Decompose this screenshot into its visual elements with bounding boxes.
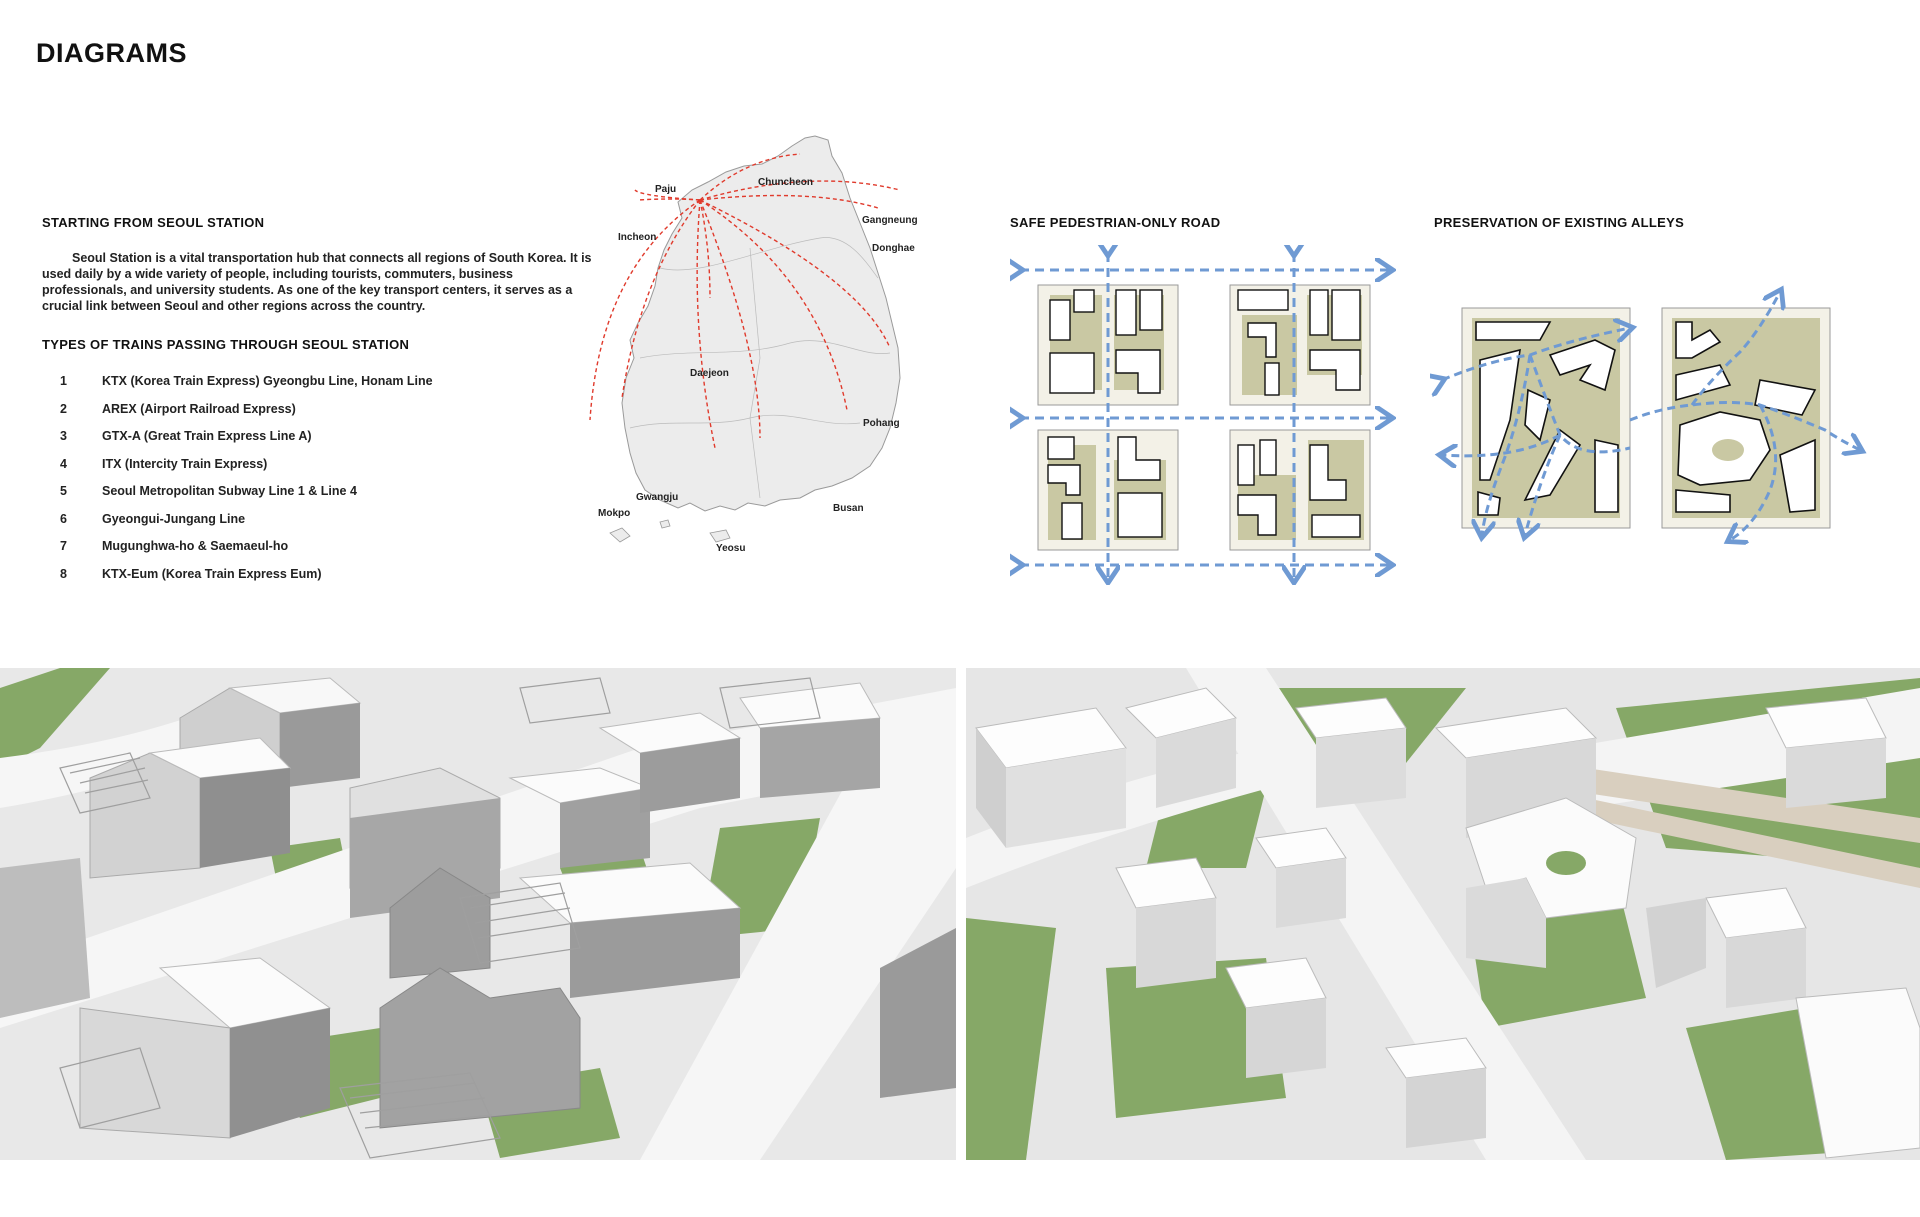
korea-route-map: Paju Chuncheon Gangneung Incheon Donghae… xyxy=(589,135,918,554)
alley-paths xyxy=(1442,292,1860,540)
section-heading-seoul-station: STARTING FROM SEOUL STATION xyxy=(42,215,265,230)
island xyxy=(609,527,631,543)
train-row: 8 KTX-Eum (Korea Train Express Eum) xyxy=(60,561,580,589)
train-row: 3 GTX-A (Great Train Express Line A) xyxy=(60,423,580,451)
train-row: 4 ITX (Intercity Train Express) xyxy=(60,451,580,479)
train-number: 8 xyxy=(60,566,67,581)
train-name: Mugunghwa-ho & Saemaeul-ho xyxy=(102,539,289,553)
city-label-mokpo: Mokpo xyxy=(598,508,630,519)
train-row: 7 Mugunghwa-ho & Saemaeul-ho xyxy=(60,533,580,561)
train-number: 3 xyxy=(60,429,67,443)
buildings xyxy=(975,687,1920,1159)
city-label-busan: Busan xyxy=(833,503,864,514)
train-number: 6 xyxy=(60,511,67,526)
train-number: 1 xyxy=(60,374,67,388)
city-label-gangneung: Gangneung xyxy=(862,215,918,226)
train-name: AREX (Airport Railroad Express) xyxy=(102,401,296,416)
train-row: 6 Gyeongui-Jungang Line xyxy=(60,506,580,534)
city-label-paju: Paju xyxy=(655,184,676,195)
section-heading-alleys: PRESERVATION OF EXISTING ALLEYS xyxy=(1434,215,1685,230)
city-label-yeosu: Yeosu xyxy=(716,543,745,554)
train-routes xyxy=(589,153,901,449)
city-label-pohang: Pohang xyxy=(863,418,900,429)
alley-block-right xyxy=(1661,307,1831,529)
train-name: ITX (Intercity Train Express) xyxy=(102,456,268,471)
train-list: 1 KTX (Korea Train Express) Gyeongbu Line… xyxy=(60,368,580,588)
train-name: Seoul Metropolitan Subway Line 1 & Line … xyxy=(102,484,357,498)
pedestrian-paths xyxy=(1020,253,1390,580)
village-render xyxy=(0,668,956,1160)
city-label-gwangju: Gwangju xyxy=(636,492,678,503)
train-row: 2 AREX (Airport Railroad Express) xyxy=(60,396,580,424)
train-number: 4 xyxy=(60,456,67,471)
train-name: KTX-Eum (Korea Train Express Eum) xyxy=(102,566,322,581)
train-row: 1 KTX (Korea Train Express) Gyeongbu Line… xyxy=(60,368,580,396)
train-number: 7 xyxy=(60,539,67,553)
paths xyxy=(1586,768,1920,888)
island xyxy=(709,529,731,543)
existing-alleys-diagram xyxy=(1430,280,1880,560)
pedestrian-road-diagram xyxy=(1010,245,1396,585)
province-borders xyxy=(629,237,891,499)
block-se xyxy=(1229,429,1371,551)
city-label-donghae: Donghae xyxy=(872,243,915,254)
train-name: KTX (Korea Train Express) Gyeongbu Line,… xyxy=(102,374,433,388)
pergolas xyxy=(59,677,821,1159)
district-render xyxy=(966,668,1920,1160)
train-row: 5 Seoul Metropolitan Subway Line 1 & Line… xyxy=(60,478,580,506)
train-name: Gyeongui-Jungang Line xyxy=(102,511,246,526)
block-ne xyxy=(1229,284,1371,406)
train-name: GTX-A (Great Train Express Line A) xyxy=(102,429,312,443)
alley-block-left xyxy=(1461,307,1631,529)
city-label-incheon: Incheon xyxy=(618,232,656,243)
section-heading-trains: TYPES OF TRAINS PASSING THROUGH SEOUL ST… xyxy=(42,337,410,352)
train-number: 2 xyxy=(60,401,67,416)
city-label-chuncheon: Chuncheon xyxy=(758,177,813,188)
train-number: 5 xyxy=(60,484,67,498)
page-title: DIAGRAMS xyxy=(36,38,187,68)
section-heading-pedestrian: SAFE PEDESTRIAN-ONLY ROAD xyxy=(1010,215,1221,230)
korea-landmass xyxy=(621,135,901,512)
island xyxy=(659,519,671,529)
city-label-daejeon: Daejeon xyxy=(690,368,729,379)
seoul-station-description: Seoul Station is a vital transportation … xyxy=(42,251,592,313)
